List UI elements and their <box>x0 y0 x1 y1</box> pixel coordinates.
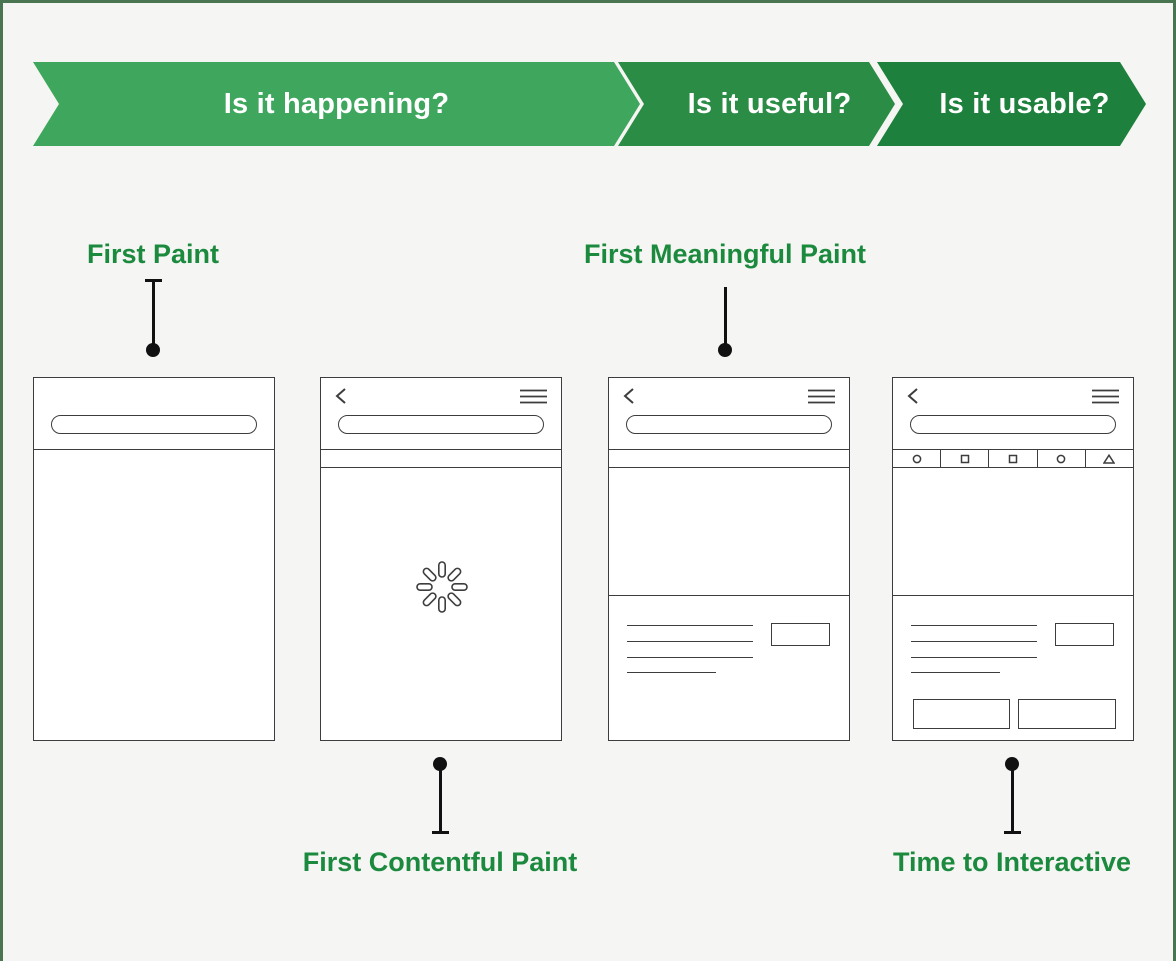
back-icon <box>907 388 918 404</box>
text-line <box>627 672 716 673</box>
hero-image-divider <box>609 595 849 596</box>
circle-icon <box>1056 454 1066 463</box>
placeholder-band <box>321 449 561 468</box>
square-icon <box>960 454 970 463</box>
url-bar <box>910 415 1116 434</box>
chevron-segment-usable <box>877 62 1146 146</box>
phone-first-paint <box>33 377 275 741</box>
url-bar <box>51 415 257 434</box>
text-line <box>911 625 1037 626</box>
text-line <box>627 657 753 658</box>
first-meaningful-paint-label: First Meaningful Paint <box>583 239 866 269</box>
first-contentful-paint-label: First Contentful Paint <box>302 847 578 877</box>
toolbar-cell <box>1038 450 1086 467</box>
triangle-icon <box>1103 453 1116 464</box>
chevron-segment-happening <box>33 62 640 146</box>
cta-button-placeholder <box>1055 623 1114 646</box>
text-line <box>627 641 753 642</box>
phone-first-contentful-paint <box>320 377 562 741</box>
toolbar-cell <box>941 450 990 467</box>
first-paint-label: First Paint <box>86 239 220 269</box>
phone-first-meaningful-paint <box>608 377 850 741</box>
menu-icon <box>1092 389 1119 404</box>
toolbar-cell <box>893 450 942 467</box>
toolbar-cell <box>989 450 1038 467</box>
action-button-placeholder <box>913 699 1010 729</box>
menu-icon <box>808 389 835 404</box>
square-icon <box>1008 454 1018 463</box>
phone-time-to-interactive <box>892 377 1134 741</box>
placeholder-band <box>609 449 849 468</box>
hero-image-divider <box>893 595 1133 596</box>
url-bar <box>338 415 544 434</box>
text-line <box>911 657 1037 658</box>
toolbar <box>893 449 1133 468</box>
menu-icon <box>520 389 547 404</box>
time-to-interactive-label: Time to Interactive <box>892 847 1132 877</box>
url-bar <box>626 415 832 434</box>
back-icon <box>335 388 346 404</box>
header-divider <box>34 449 274 450</box>
back-icon <box>623 388 634 404</box>
circle-icon <box>912 454 921 463</box>
toolbar-cell <box>1086 450 1133 467</box>
chevron-segment-useful <box>618 62 895 146</box>
cta-button-placeholder <box>771 623 830 646</box>
text-line <box>911 672 1000 673</box>
text-line <box>911 641 1037 642</box>
action-button-placeholder <box>1018 699 1116 729</box>
spinner-icon <box>416 561 468 613</box>
chevron-banner <box>33 62 1146 146</box>
text-line <box>627 625 753 626</box>
